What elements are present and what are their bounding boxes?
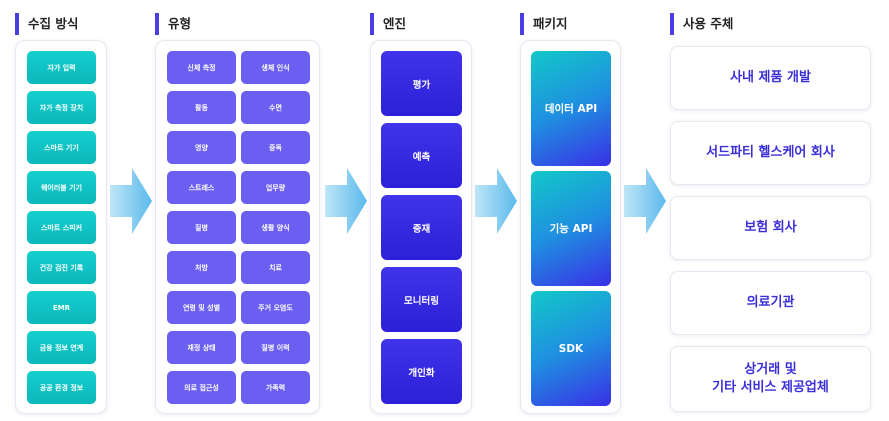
user-item: 서드파티 헬스케어 회사 (670, 121, 871, 185)
type-item: 질병 (167, 211, 236, 244)
collection-item: 공공 환경 정보 (27, 371, 96, 404)
user-item: 보험 회사 (670, 196, 871, 260)
types-title: 유형 (155, 13, 191, 35)
types-panel: 신체 측정 생체 인식 활동 수면 영양 중독 스트레스 업무량 질병 생활 양… (155, 40, 320, 414)
collection-item: 건강 검진 기록 (27, 251, 96, 284)
engine-item: 모니터링 (381, 267, 462, 332)
type-item: 질병 이력 (241, 331, 310, 364)
engine-item: 중재 (381, 195, 462, 260)
type-item: 생체 인식 (241, 51, 310, 84)
collection-item: 스마트 기기 (27, 131, 96, 164)
type-item: 가족력 (241, 371, 310, 404)
collection-item: 스마트 스피커 (27, 211, 96, 244)
package-title: 패키지 (520, 13, 568, 35)
type-item: 활동 (167, 91, 236, 124)
type-item: 업무량 (241, 171, 310, 204)
type-item: 수면 (241, 91, 310, 124)
type-item: 재정 상태 (167, 331, 236, 364)
flow-arrow-icon (475, 168, 517, 234)
user-item: 사내 제품 개발 (670, 46, 871, 110)
type-item: 영양 (167, 131, 236, 164)
engine-item: 예측 (381, 123, 462, 188)
package-item: SDK (531, 291, 611, 406)
type-item: 신체 측정 (167, 51, 236, 84)
type-item: 주거 오염도 (241, 291, 310, 324)
collection-item: EMR (27, 291, 96, 324)
type-item: 스트레스 (167, 171, 236, 204)
flow-arrow-icon (325, 168, 367, 234)
collection-item: 자가 측정 장치 (27, 91, 96, 124)
collection-item: 금융 정보 연계 (27, 331, 96, 364)
flow-arrow-icon (110, 168, 152, 234)
engine-title: 엔진 (370, 13, 406, 35)
package-panel: 데이터 API 기능 API SDK (520, 40, 621, 414)
type-item: 연령 및 성별 (167, 291, 236, 324)
type-item: 의료 접근성 (167, 371, 236, 404)
type-item: 중독 (241, 131, 310, 164)
package-item: 데이터 API (531, 51, 611, 166)
collection-title: 수집 방식 (15, 13, 78, 35)
engine-item: 개인화 (381, 339, 462, 404)
collection-item: 웨어러블 기기 (27, 171, 96, 204)
type-item: 치료 (241, 251, 310, 284)
user-item: 상거래 및 기타 서비스 제공업체 (670, 346, 871, 412)
collection-panel: 자가 입력 자가 측정 장치 스마트 기기 웨어러블 기기 스마트 스피커 건강… (15, 40, 107, 414)
type-item: 처방 (167, 251, 236, 284)
user-item: 의료기관 (670, 271, 871, 335)
flow-arrow-icon (624, 168, 666, 234)
engine-item: 평가 (381, 51, 462, 116)
users-title: 사용 주체 (670, 13, 733, 35)
package-item: 기능 API (531, 171, 611, 286)
collection-item: 자가 입력 (27, 51, 96, 84)
engine-panel: 평가 예측 중재 모니터링 개인화 (370, 40, 472, 414)
type-item: 생활 양식 (241, 211, 310, 244)
